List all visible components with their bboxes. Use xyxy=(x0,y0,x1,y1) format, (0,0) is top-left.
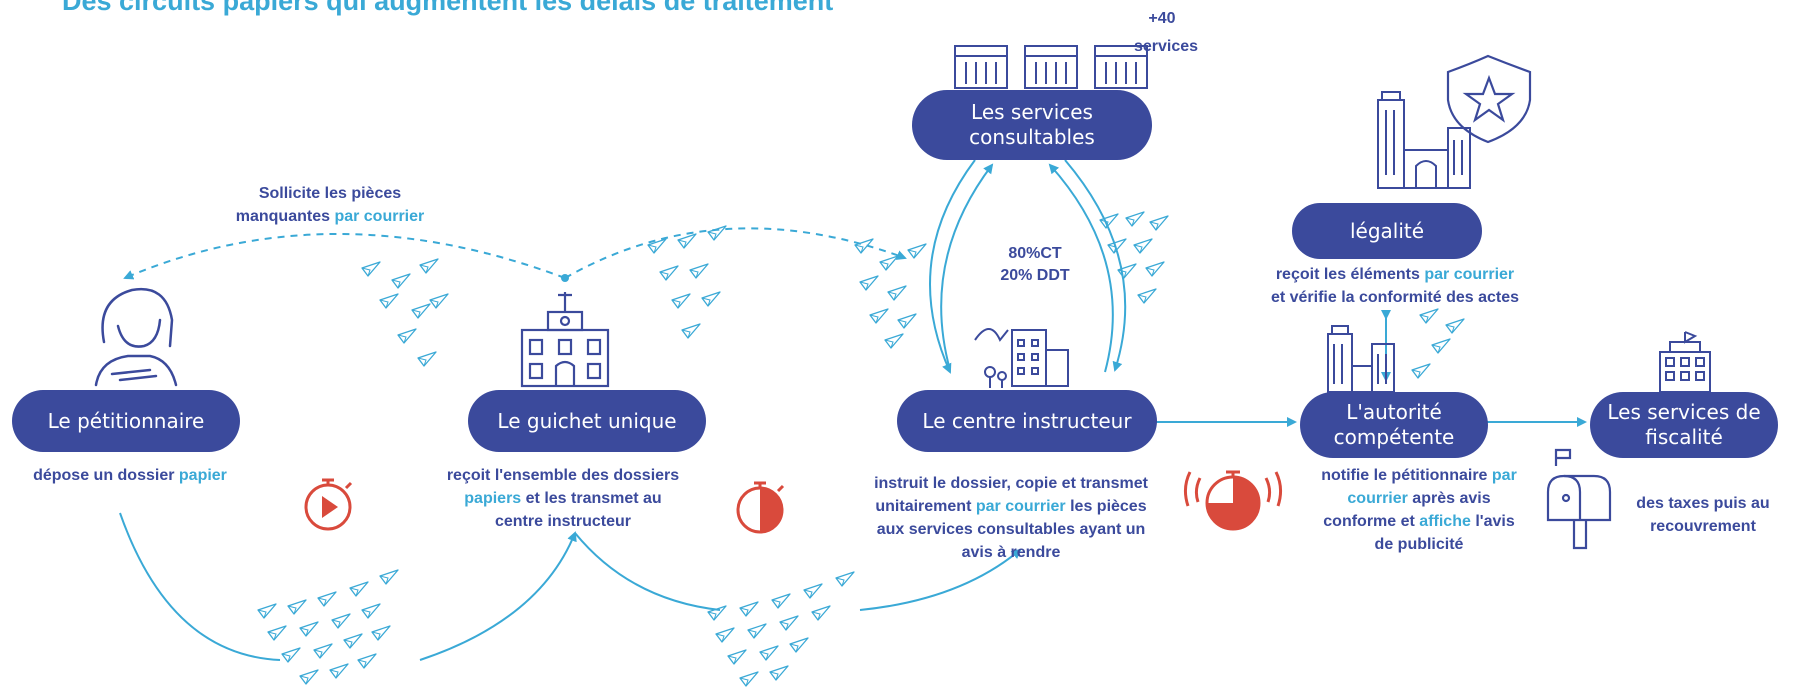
text-span: notifie le pétitionnaire xyxy=(1321,467,1492,484)
desc-line: conforme et affiche l'avis xyxy=(1296,510,1542,533)
text-span: après avis xyxy=(1407,490,1491,507)
desc-line: reçoit les éléments par courrier xyxy=(1235,263,1555,286)
node-label: compétente xyxy=(1333,425,1455,449)
paper-plane-icon xyxy=(854,238,927,349)
desc-line: aux services consultables ayant un xyxy=(876,521,1146,538)
services-count-value: +40 xyxy=(1148,10,1176,27)
city-icon xyxy=(974,328,1069,388)
text-highlight: par courrier xyxy=(334,208,425,225)
split-label: 80%CT 20% DDT xyxy=(990,243,1080,287)
node-label: Le pétitionnaire xyxy=(47,408,205,433)
diagram-title: Des circuits papiers qui augmentent les … xyxy=(62,0,834,16)
services-to-centre-arrow-1 xyxy=(929,159,976,374)
split-ct: 80%CT xyxy=(1008,245,1062,262)
paper-plane-icon xyxy=(361,258,449,367)
node-petitionnaire: Le pétitionnaire xyxy=(12,390,240,452)
text-span: conforme et xyxy=(1323,513,1420,530)
desc-line: de publicité xyxy=(1374,536,1464,553)
node-label: Le guichet unique xyxy=(497,408,677,433)
node-autorite-competente: L'autorité compétente xyxy=(1300,392,1488,458)
text-span: manquantes xyxy=(235,208,335,225)
node-label: Le centre instructeur xyxy=(922,408,1132,433)
transmit-dashed-arrow xyxy=(564,227,907,279)
stopwatch-icon xyxy=(736,481,785,534)
bottom-curve-4 xyxy=(859,548,1022,611)
text-span: dépose un dossier xyxy=(33,467,179,484)
bottom-curve-2 xyxy=(419,531,577,661)
star-shield-icon xyxy=(1446,54,1532,144)
person-icon xyxy=(94,287,178,387)
node-services-consultables: Les services consultables xyxy=(912,90,1152,160)
desc-legalite: reçoit les éléments par courrier et véri… xyxy=(1235,263,1555,309)
text-highlight: papiers xyxy=(464,490,522,507)
paper-plane-icon xyxy=(707,571,855,687)
paper-plane-icon xyxy=(257,569,399,685)
sollicite-label: Sollicite les pièces manquantes par cour… xyxy=(200,182,460,228)
desc-autorite: notifie le pétitionnaire par courrier ap… xyxy=(1296,464,1542,556)
courthouse-icon xyxy=(1377,91,1471,189)
townhall-icon xyxy=(520,292,610,388)
desc-petitionnaire: dépose un dossier papier xyxy=(10,464,250,487)
desc-line: avis à rendre xyxy=(961,544,1061,561)
node-guichet-unique: Le guichet unique xyxy=(468,390,706,452)
split-ddt: 20% DDT xyxy=(1000,267,1070,284)
desc-line: des taxes puis au xyxy=(1636,495,1770,512)
paper-plane-icon xyxy=(647,225,727,339)
desc-centre: instruit le dossier, copie et transmet u… xyxy=(846,472,1176,564)
desc-line: recouvrement xyxy=(1650,518,1756,535)
text-span: les pièces xyxy=(1065,498,1147,515)
text-highlight: par xyxy=(1491,467,1517,484)
desc-line: et vérifie la conformité des actes xyxy=(1270,289,1520,306)
desc-guichet: reçoit l'ensemble des dossiers papiers e… xyxy=(418,464,708,533)
desc-line: unitairement par courrier les pièces xyxy=(846,495,1176,518)
node-services-fiscalite: Les services de fiscalité xyxy=(1590,392,1778,458)
mailbox-icon xyxy=(1546,448,1612,550)
stopwatch-icon xyxy=(1183,470,1283,531)
node-label: L'autorité xyxy=(1346,400,1442,424)
text-highlight: affiche xyxy=(1419,513,1471,530)
buildings-icon xyxy=(954,45,1148,89)
desc-line: reçoit l'ensemble des dossiers xyxy=(446,467,680,484)
services-count-unit: services xyxy=(1133,38,1199,55)
text-span: reçoit les éléments xyxy=(1275,266,1425,283)
desc-line: papiers et les transmet au xyxy=(418,487,708,510)
bottom-curve-3 xyxy=(574,532,721,611)
text-highlight: papier xyxy=(178,467,227,484)
stopwatch-icon xyxy=(304,478,353,531)
text-highlight: par courrier xyxy=(1424,266,1515,283)
office-icon xyxy=(1327,325,1395,393)
sollicite-line: Sollicite les pièces xyxy=(258,185,402,202)
node-centre-instructeur: Le centre instructeur xyxy=(897,390,1157,452)
paper-plane-icon xyxy=(1411,308,1465,379)
sollicite-arrow xyxy=(123,233,566,280)
bottom-curve-1 xyxy=(119,512,281,661)
text-span: unitairement xyxy=(875,498,976,515)
desc-fiscalite: des taxes puis au recouvrement xyxy=(1618,492,1788,538)
node-label: consultables xyxy=(969,125,1095,149)
centre-to-services-arrow-1 xyxy=(940,163,994,371)
text-span: l'avis xyxy=(1470,513,1515,530)
text-highlight: courrier xyxy=(1347,490,1408,507)
desc-line: centre instructeur xyxy=(494,513,632,530)
desc-line: courrier après avis xyxy=(1296,487,1542,510)
services-count: +40 xyxy=(1132,8,1192,30)
text-span: et les transmet au xyxy=(521,490,662,507)
node-label: fiscalité xyxy=(1645,425,1723,449)
node-label: légalité xyxy=(1349,218,1425,243)
desc-line: notifie le pétitionnaire par xyxy=(1296,464,1542,487)
text-highlight: par courrier xyxy=(975,498,1066,515)
node-label: Les services xyxy=(971,100,1093,124)
office-icon xyxy=(1659,331,1711,393)
node-legalite: légalité xyxy=(1292,203,1482,259)
desc-line: instruit le dossier, copie et transmet xyxy=(874,475,1148,492)
services-to-centre-arrow-2 xyxy=(1064,159,1127,372)
node-label: Les services de xyxy=(1607,400,1761,424)
sollicite-line: manquantes par courrier xyxy=(200,205,460,228)
centre-to-services-arrow-2 xyxy=(1048,163,1114,373)
